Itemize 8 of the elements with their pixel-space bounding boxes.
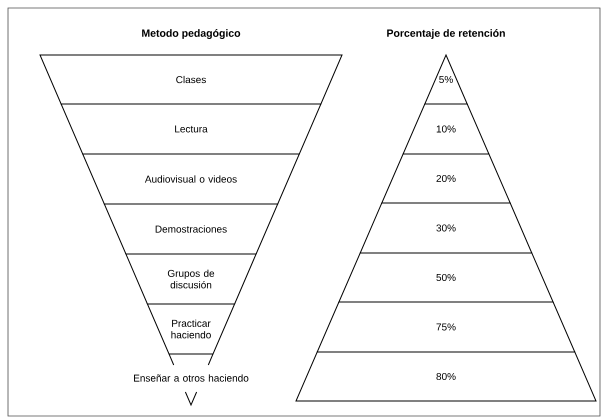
funnel-tip-band: Enseñar a otros haciendo — [134, 354, 248, 406]
funnel-band: Practicar haciendo — [146, 304, 236, 354]
pyramid-band: 20% — [381, 154, 511, 204]
column-heading: Metodo pedagógico — [142, 29, 240, 39]
pyramid-band: 50% — [338, 252, 554, 302]
funnel-band: Grupos de discusión — [125, 254, 257, 304]
column-heading: Porcentaje de retención — [387, 29, 505, 39]
funnel-band: Demostraciones — [104, 204, 278, 254]
